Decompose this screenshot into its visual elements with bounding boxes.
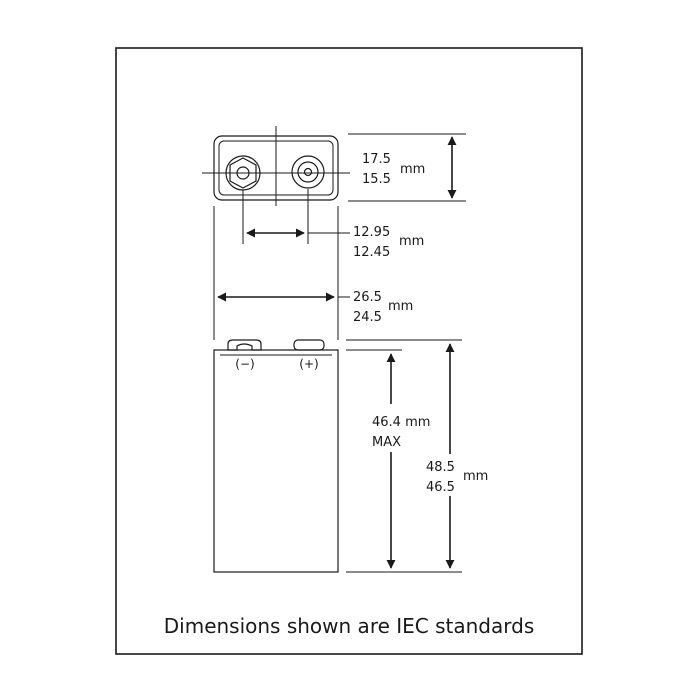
terminal-spacing-dimension: 12.95 12.45 mm	[242, 189, 424, 260]
top-height-max: 17.5	[362, 152, 391, 167]
width-min: 24.5	[353, 310, 382, 325]
body-height-dimension: 46.4 mm MAX	[346, 349, 462, 573]
negative-terminal-label: (−)	[235, 357, 254, 371]
negative-snap-side	[227, 339, 262, 351]
positive-terminal-top	[291, 155, 325, 189]
terminal-spacing-unit: mm	[399, 234, 424, 249]
top-view	[202, 126, 350, 206]
overall-height-dimension: 48.5 46.5 mm	[346, 339, 494, 569]
overall-height-unit: mm	[463, 469, 488, 484]
width-dimension: 26.5 24.5 mm	[213, 206, 413, 340]
overall-height-min: 46.5	[426, 480, 455, 495]
battery-body	[213, 349, 339, 573]
overall-height-max: 48.5	[426, 460, 455, 475]
terminal-spacing-max: 12.95	[353, 225, 390, 240]
positive-terminal-label: (+)	[299, 357, 318, 371]
top-height-min: 15.5	[362, 172, 391, 187]
terminal-spacing-min: 12.45	[353, 245, 390, 260]
diagram-frame	[115, 47, 583, 655]
side-view: (−) (+)	[213, 339, 339, 573]
top-height-unit: mm	[400, 162, 425, 177]
width-unit: mm	[388, 299, 413, 314]
body-height-qualifier: MAX	[372, 435, 401, 450]
caption: Dimensions shown are IEC standards	[164, 614, 535, 638]
positive-snap-side	[293, 339, 325, 351]
top-height-dimension: 17.5 15.5 mm	[348, 133, 466, 202]
width-max: 26.5	[353, 290, 382, 305]
body-height-value: 46.4 mm	[372, 415, 430, 430]
